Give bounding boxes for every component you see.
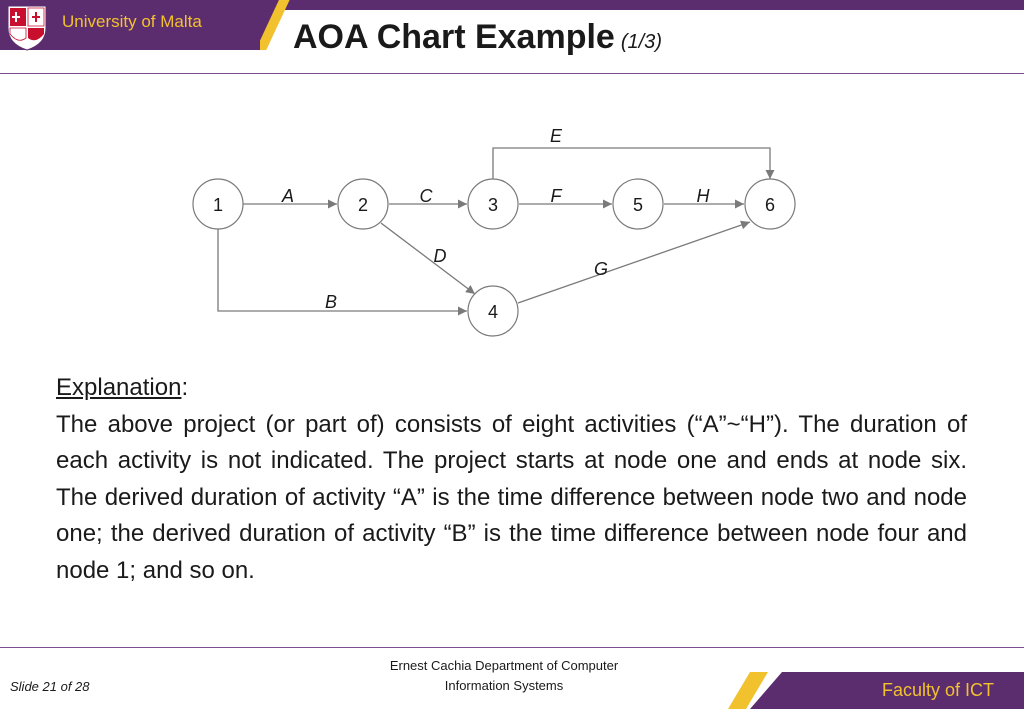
edge-label-e: E bbox=[550, 126, 563, 146]
title-page-indicator: (1/3) bbox=[620, 31, 662, 53]
title-text: AOA Chart Example bbox=[293, 18, 615, 56]
explanation-colon: : bbox=[181, 374, 189, 401]
slide-number: Slide 21 of 28 bbox=[10, 679, 90, 694]
aoa-diagram: A B C D E F G H 1 2 3 4 5 6 bbox=[192, 126, 796, 337]
node-1-label: 1 bbox=[213, 195, 223, 215]
node-5: 5 bbox=[612, 178, 664, 230]
explanation-block: Explanation: The above project (or part … bbox=[56, 370, 967, 589]
node-1: 1 bbox=[192, 178, 244, 230]
node-2-label: 2 bbox=[358, 195, 368, 215]
top-band bbox=[0, 0, 1024, 10]
university-name: University of Malta bbox=[62, 12, 202, 31]
node-2: 2 bbox=[337, 178, 389, 230]
node-3-label: 3 bbox=[488, 195, 498, 215]
explanation-body: The above project (or part of) consists … bbox=[56, 410, 967, 584]
edge-label-a: A bbox=[281, 186, 294, 206]
node-6-label: 6 bbox=[765, 195, 775, 215]
faculty-name: Faculty of ICT bbox=[882, 680, 995, 700]
footer-divider bbox=[0, 647, 1024, 648]
title-page-number: 1/3 bbox=[627, 31, 656, 53]
department-name: Ernest Cachia Department of Computer Inf… bbox=[389, 658, 619, 693]
edge-label-f: F bbox=[551, 186, 563, 206]
edge-label-d: D bbox=[434, 246, 447, 266]
title-divider bbox=[0, 73, 1024, 74]
node-6: 6 bbox=[744, 178, 796, 230]
footer-brand-bar bbox=[750, 672, 1024, 709]
edge-label-c: C bbox=[420, 186, 434, 206]
page-title: AOA Chart Example(1/3) bbox=[293, 18, 662, 57]
node-3: 3 bbox=[467, 178, 519, 230]
university-crest-icon bbox=[7, 5, 47, 51]
edge-b bbox=[217, 229, 467, 316]
node-5-label: 5 bbox=[633, 195, 643, 215]
header-accent bbox=[260, 0, 290, 50]
edge-label-h: H bbox=[697, 186, 711, 206]
edge-d bbox=[380, 222, 476, 295]
edge-g bbox=[517, 220, 751, 304]
node-4-label: 4 bbox=[488, 302, 498, 322]
edge-label-g: G bbox=[594, 259, 608, 279]
edge-e bbox=[492, 147, 775, 179]
edge-label-b: B bbox=[325, 292, 337, 312]
node-4: 4 bbox=[467, 285, 519, 337]
explanation-heading: Explanation bbox=[56, 374, 182, 401]
explanation-heading-line: Explanation: bbox=[56, 370, 967, 407]
